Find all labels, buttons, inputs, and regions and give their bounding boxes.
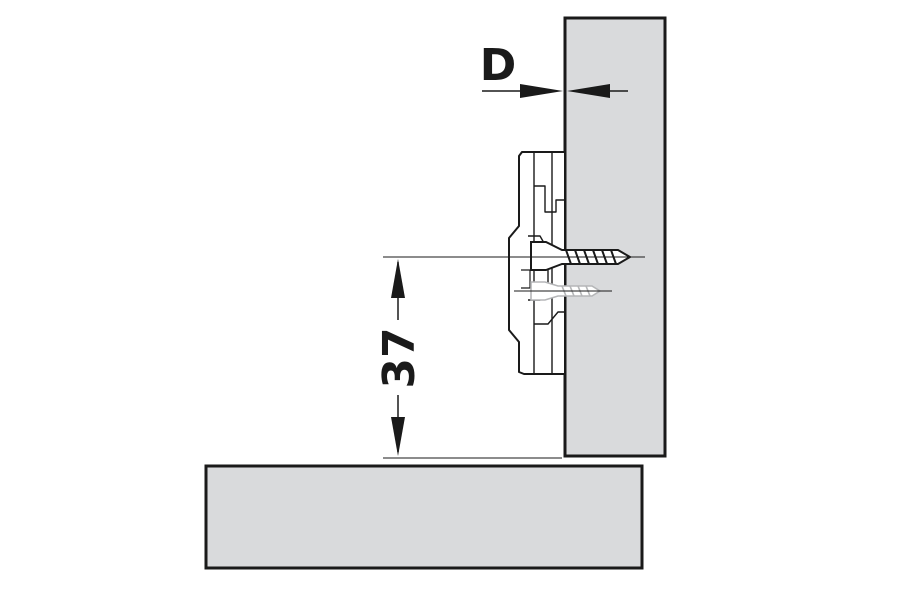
dimension-d-arrows bbox=[482, 84, 628, 98]
dimension-37-label: 37 bbox=[374, 327, 425, 388]
dimension-d-label: D bbox=[480, 40, 517, 91]
dimension-37-arrow bbox=[391, 259, 405, 456]
bottom-panel bbox=[204, 464, 644, 570]
side-panel bbox=[563, 16, 667, 458]
